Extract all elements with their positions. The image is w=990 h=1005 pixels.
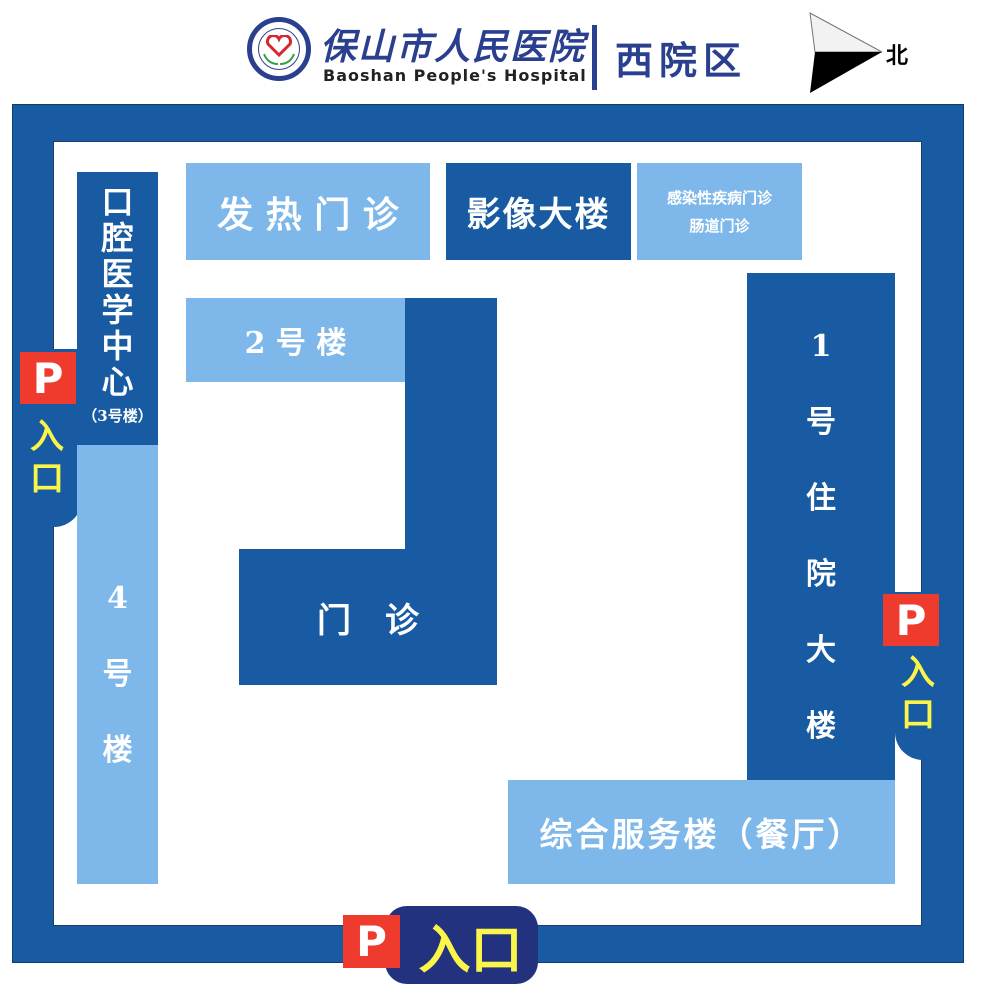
header-divider bbox=[592, 25, 597, 90]
parking-icon: P bbox=[883, 594, 939, 646]
building-label-char: 学 bbox=[101, 291, 134, 329]
entrance-char: 口 bbox=[30, 459, 64, 499]
building-label-char: 腔 bbox=[101, 219, 134, 257]
parking-icon: P bbox=[20, 352, 76, 404]
parking-icon: P bbox=[343, 915, 400, 968]
building-sublabel: （3号楼） bbox=[82, 407, 153, 425]
building-label-char: 号 bbox=[102, 657, 133, 692]
building-label-char: 住 bbox=[806, 481, 836, 516]
building-label: 综合服务楼（餐厅） bbox=[539, 815, 864, 854]
campus-name: 西院区 bbox=[615, 38, 748, 83]
building-label-char: 1 bbox=[810, 329, 832, 364]
hospital-name-cn: 保山市人民医院 bbox=[320, 26, 587, 68]
building-fever-clinic[interactable]: 发 热 门 诊 bbox=[186, 163, 430, 260]
building-label-char: 院 bbox=[806, 557, 836, 592]
building-outpatient[interactable]: 门 诊 bbox=[239, 549, 497, 685]
building-label: 门 诊 bbox=[317, 600, 419, 641]
south-entrance[interactable]: 入口 bbox=[385, 906, 538, 984]
hospital-logo bbox=[247, 17, 311, 81]
building-4[interactable]: 4 号 楼 bbox=[77, 445, 158, 884]
hospital-name-en: Baoshan People's Hospital bbox=[323, 66, 587, 85]
building-label: 发 热 门 诊 bbox=[217, 193, 399, 236]
building-infectious-disease-clinic[interactable]: 感染性疾病门诊 肠道门诊 bbox=[637, 163, 802, 260]
building-service-canteen[interactable]: 综合服务楼（餐厅） bbox=[508, 780, 895, 884]
north-label: 北 bbox=[886, 43, 909, 69]
building-label-char: 心 bbox=[101, 363, 134, 401]
building-label-char: 口 bbox=[101, 183, 134, 221]
building-label-char: 楼 bbox=[102, 733, 133, 768]
north-arrow-icon bbox=[809, 12, 883, 93]
entrance-char: 入 bbox=[30, 417, 64, 457]
building-1-inpatient[interactable]: 1 号 住 院 大 楼 bbox=[747, 273, 895, 780]
building-label-char: 医 bbox=[101, 255, 134, 293]
hands-icon bbox=[263, 53, 295, 65]
heart-icon bbox=[265, 35, 293, 57]
building-label-line1: 感染性疾病门诊 bbox=[666, 188, 772, 207]
building-dental-center[interactable]: 口 腔 医 学 中 心 （3号楼） bbox=[77, 172, 158, 445]
building-imaging[interactable]: 影像大楼 bbox=[446, 163, 631, 260]
east-entrance-label[interactable]: 入 口 bbox=[893, 652, 943, 736]
entrance-label: 入口 bbox=[418, 919, 523, 981]
building-label-char: 中 bbox=[101, 327, 134, 365]
entrance-char: 入 bbox=[901, 653, 935, 693]
parking-letter: P bbox=[895, 595, 927, 645]
building-label-line2: 肠道门诊 bbox=[689, 216, 750, 235]
building-label-char: 4 bbox=[107, 581, 128, 616]
building-2[interactable]: 2 号 楼 bbox=[186, 298, 405, 382]
building-label: 影像大楼 bbox=[466, 195, 611, 235]
building-label-char: 号 bbox=[806, 405, 836, 440]
entrance-char: 口 bbox=[901, 695, 935, 735]
building-label: 2 号 楼 bbox=[244, 326, 347, 361]
west-entrance-label[interactable]: 入 口 bbox=[22, 416, 72, 500]
parking-letter: P bbox=[32, 353, 64, 403]
building-label-char: 楼 bbox=[806, 709, 836, 744]
parking-letter: P bbox=[356, 917, 387, 966]
building-label-char: 大 bbox=[806, 633, 836, 668]
